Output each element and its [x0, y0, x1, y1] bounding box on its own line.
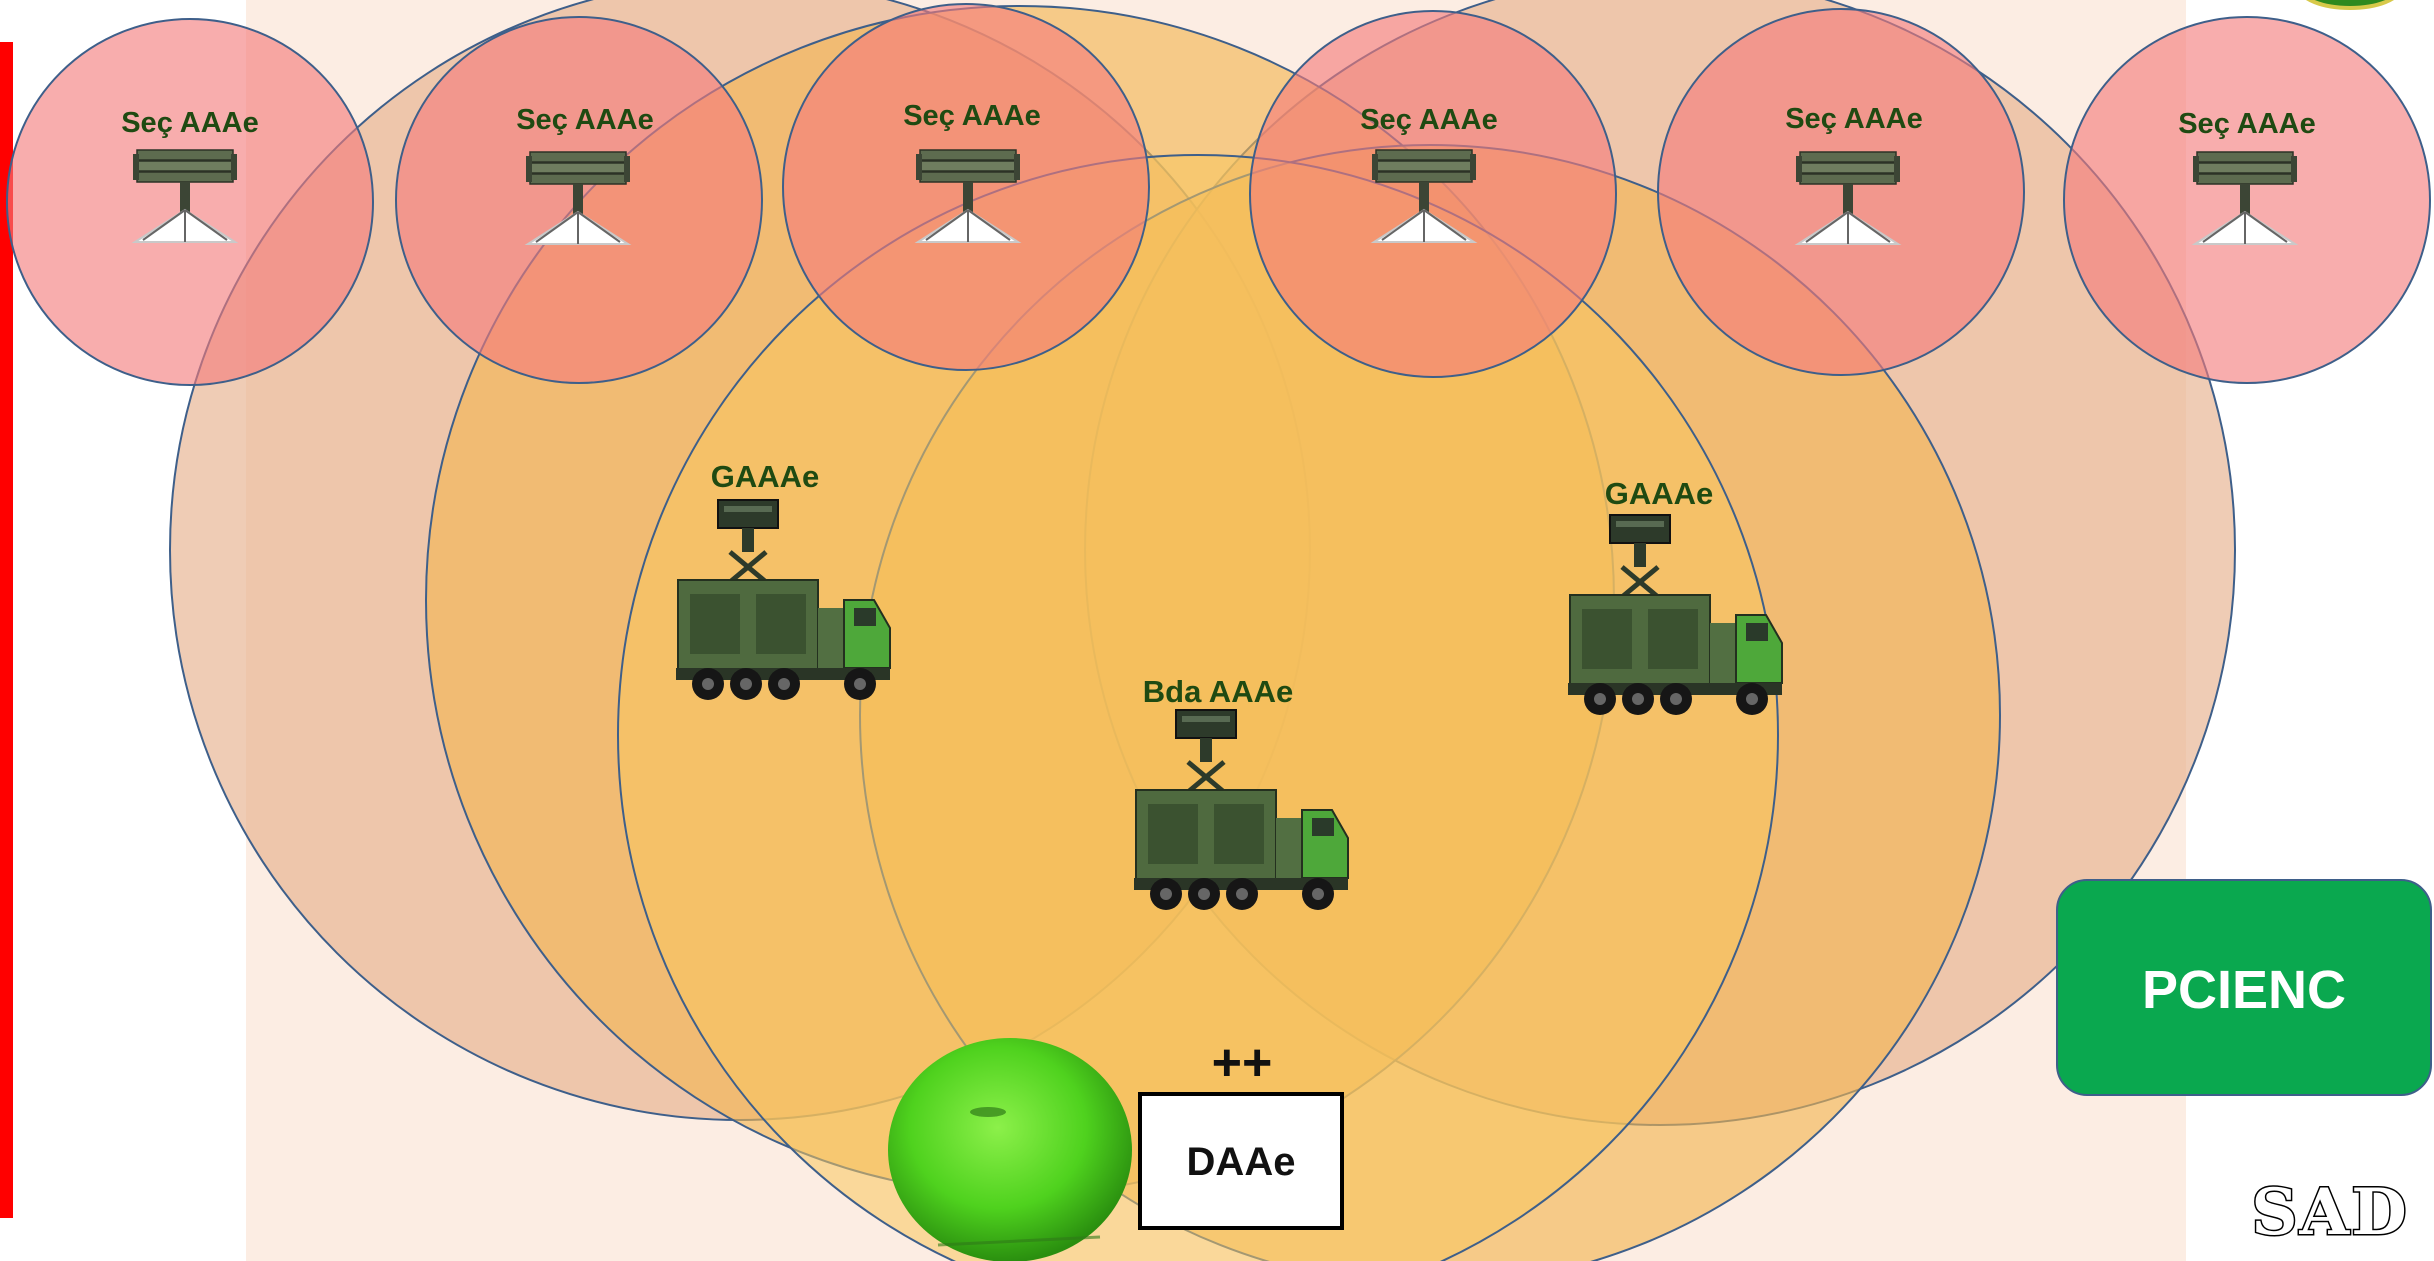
- globe-horizon-line: [937, 1235, 1101, 1247]
- section-label-1: Seç AAAe: [121, 107, 259, 139]
- division-box: [1138, 1092, 1344, 1230]
- section-label-3: Seç AAAe: [903, 100, 1041, 132]
- section-label-5: Seç AAAe: [1785, 103, 1923, 135]
- pcienc-box: [2056, 879, 2432, 1096]
- section-label-4: Seç AAAe: [1360, 104, 1498, 136]
- accent-bar: [0, 42, 13, 1218]
- division-label: DAAe: [1187, 1140, 1296, 1184]
- zone-section-5: [1657, 8, 2025, 376]
- corner-emblem: [2306, 0, 2394, 10]
- green-radar-globe-icon: [888, 1038, 1132, 1261]
- group-label-right: GAAAe: [1605, 476, 1714, 511]
- section-label-6: Seç AAAe: [2178, 108, 2316, 140]
- brigade-label: Bda AAAe: [1143, 674, 1293, 709]
- sad-logo: SAD: [2251, 1175, 2408, 1250]
- division-symbol: ++: [1212, 1034, 1273, 1092]
- zone-section-4: [1249, 10, 1617, 378]
- pcienc-label: PCIENC: [2142, 960, 2346, 1020]
- globe-target-mark: [970, 1107, 1006, 1117]
- group-label-left: GAAAe: [711, 459, 820, 494]
- section-label-2: Seç AAAe: [516, 104, 654, 136]
- zone-brigade: [617, 154, 1779, 1261]
